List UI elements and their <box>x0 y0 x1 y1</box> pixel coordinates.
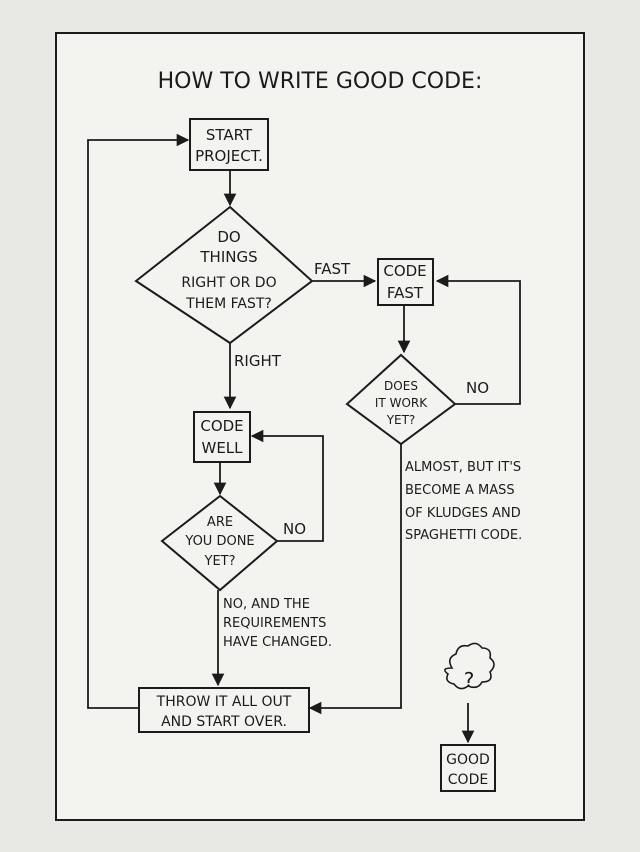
works-line-2: IT WORK <box>375 396 428 410</box>
decision1-line-3: RIGHT OR DO <box>181 275 276 291</box>
done-yet-decision: ARE YOU DONE YET? <box>160 494 279 592</box>
arrow-almost-to-throw <box>308 444 402 715</box>
req-line-3: HAVE CHANGED. <box>223 635 332 650</box>
code-well-node: CODE WELL <box>193 411 251 463</box>
req-line-2: REQUIREMENTS <box>223 616 326 631</box>
mystery-cloud: ? <box>444 642 495 692</box>
almost-line-1: ALMOST, BUT IT'S <box>405 460 521 475</box>
good-code-line-1: GOOD <box>446 752 490 768</box>
comic-frame <box>55 32 585 821</box>
diagram-title: HOW TO WRITE GOOD CODE: <box>158 69 483 94</box>
start-project-node: START PROJECT. <box>189 118 269 171</box>
works-line-3: YET? <box>386 413 416 427</box>
good-code-line-2: CODE <box>448 772 488 788</box>
almost-line-2: BECOME A MASS <box>405 483 515 498</box>
decision1-line-4: THEM FAST? <box>185 296 272 312</box>
good-code-node: GOOD CODE <box>440 744 496 792</box>
done-line-1: ARE <box>207 515 233 530</box>
works-yet-decision: DOES IT WORK YET? <box>345 353 457 446</box>
right-or-fast-decision: DO THINGS RIGHT OR DO THEM FAST? <box>134 205 314 345</box>
throw-line-2: AND START OVER. <box>161 714 287 730</box>
done-line-3: YET? <box>204 554 236 569</box>
almost-line-3: OF KLUDGES AND <box>405 506 521 521</box>
almost-spaghetti-label: ALMOST, BUT IT'S BECOME A MASS OF KLUDGE… <box>405 460 522 543</box>
req-line-1: NO, AND THE <box>223 597 310 612</box>
code-well-line-2: WELL <box>201 439 243 457</box>
done-line-2: YOU DONE <box>184 534 254 549</box>
code-fast-line-1: CODE <box>383 262 426 280</box>
start-line-2: PROJECT. <box>195 147 263 165</box>
works-line-1: DOES <box>384 379 418 393</box>
code-fast-line-2: FAST <box>387 284 424 302</box>
question-mark: ? <box>464 668 475 692</box>
throw-out-node: THROW IT ALL OUT AND START OVER. <box>138 687 310 733</box>
arrow-done-no-loop <box>250 429 324 542</box>
edge-label-no-works: NO <box>466 379 489 397</box>
edge-label-right: RIGHT <box>234 352 282 370</box>
connectors <box>87 133 521 744</box>
edge-label-fast: FAST <box>314 260 351 278</box>
decision1-line-1: DO <box>217 228 240 246</box>
decision1-line-2: THINGS <box>199 248 257 266</box>
start-line-1: START <box>206 126 253 144</box>
edge-label-no-done: NO <box>283 520 306 538</box>
code-well-line-1: CODE <box>200 417 243 435</box>
code-fast-node: CODE FAST <box>377 258 434 306</box>
arrow-works-no-loop <box>435 274 521 405</box>
requirements-changed-label: NO, AND THE REQUIREMENTS HAVE CHANGED. <box>223 597 332 650</box>
arrow-throw-to-start <box>87 133 190 709</box>
almost-line-4: SPAGHETTI CODE. <box>405 528 522 543</box>
throw-line-1: THROW IT ALL OUT <box>156 694 292 710</box>
